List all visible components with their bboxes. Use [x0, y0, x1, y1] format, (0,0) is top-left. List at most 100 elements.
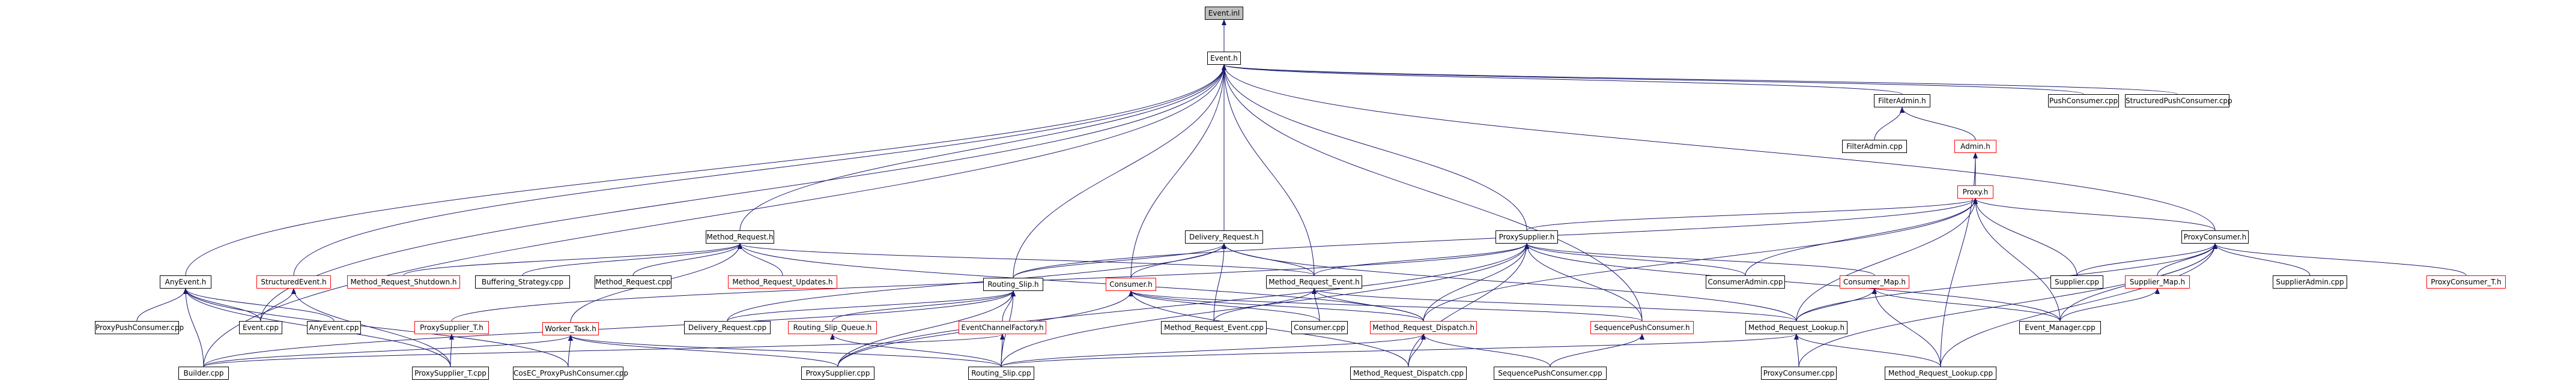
dependency-edge	[1129, 290, 1643, 322]
dependency-edge	[1421, 334, 1551, 367]
node-supplier-cpp[interactable]: Supplier.cpp	[2050, 275, 2103, 289]
dependency-edge	[1222, 64, 2216, 231]
dependency-edge	[1872, 288, 1941, 367]
dependency-edge	[1900, 107, 1976, 140]
dependency-edge	[1130, 64, 1226, 278]
node-method-request-h[interactable]: Method_Request.h	[706, 230, 774, 244]
dependency-edge	[1129, 290, 1409, 367]
dependency-edge	[1213, 243, 1226, 322]
node-method-request-event-h[interactable]: Method_Request_Event.h	[1266, 275, 1362, 289]
node-proxy-h[interactable]: Proxy.h	[1957, 185, 1993, 199]
dependency-edge	[136, 288, 188, 322]
node-buffering-strategy-cpp[interactable]: Buffering_Strategy.cpp	[475, 275, 570, 289]
node-routing-slip-h[interactable]: Routing_Slip.h	[983, 278, 1043, 291]
dependency-edge	[183, 288, 204, 367]
dependency-edge	[1013, 64, 1226, 278]
dependency-edge	[1314, 243, 1529, 276]
node-method-request-lookup-cpp[interactable]: Method_Request_Lookup.cpp	[1885, 367, 1996, 380]
node-sequence-push-consumer-cpp[interactable]: SequencePushConsumer.cpp	[1494, 367, 1607, 380]
node-structured-push-consumer-cpp[interactable]: StructuredPushConsumer.cpp	[2125, 94, 2232, 107]
node-method-request-event-cpp[interactable]: Method_Request_Event.cpp	[1161, 321, 1267, 334]
node-proxy-push-consumer-cpp[interactable]: ProxyPushConsumer.cpp	[95, 321, 184, 334]
node-method-request-updates-h[interactable]: Method_Request_Updates.h	[728, 275, 837, 289]
dependency-edge	[1524, 243, 2061, 322]
node-delivery-request-h[interactable]: Delivery_Request.h	[1185, 230, 1263, 244]
node-method-request-dispatch-cpp[interactable]: Method_Request_Dispatch.cpp	[1350, 367, 1467, 380]
node-routing-slip-cpp[interactable]: Routing_Slip.cpp	[968, 367, 1034, 380]
node-delivery-request-cpp[interactable]: Delivery_Request.cpp	[684, 321, 771, 334]
node-proxy-supplier-cpp[interactable]: ProxySupplier.cpp	[801, 367, 874, 380]
node-supplier-admin-cpp[interactable]: SupplierAdmin.cpp	[2273, 275, 2347, 289]
dependency-edge	[203, 64, 1226, 367]
dependency-edge	[2213, 243, 2467, 276]
node-proxy-supplier-h[interactable]: ProxySupplier.h	[1496, 230, 1558, 244]
dependency-edge	[739, 64, 1226, 231]
node-supplier-map-h[interactable]: Supplier_Map.h	[2125, 275, 2190, 289]
node-method-request-lookup-h[interactable]: Method_Request_Lookup.h	[1745, 321, 1847, 334]
dependency-edge	[1129, 290, 1320, 322]
dependency-edge	[1001, 334, 1799, 367]
dependency-edge	[727, 290, 1016, 322]
node-routing-slip-queue-h[interactable]: Routing_Slip_Queue.h	[788, 321, 877, 334]
node-consumer-h[interactable]: Consumer.h	[1106, 278, 1156, 291]
node-event-h[interactable]: Event.h	[1207, 52, 1241, 65]
dependency-edge	[1013, 198, 1978, 278]
node-proxy-consumer-cpp[interactable]: ProxyConsumer.cpp	[1761, 367, 1837, 380]
node-proxy-consumer-h[interactable]: ProxyConsumer.h	[2181, 230, 2249, 244]
node-event-manager-cpp[interactable]: Event_Manager.cpp	[2019, 321, 2101, 334]
dependency-edge	[183, 288, 569, 367]
node-sequence-push-consumer-h[interactable]: SequencePushConsumer.h	[1590, 321, 1694, 334]
dependency-edge	[1798, 243, 2217, 367]
node-consumer-cpp[interactable]: Consumer.cpp	[1291, 321, 1348, 334]
dependency-edge	[522, 243, 742, 276]
node-any-event-cpp[interactable]: AnyEvent.cpp	[307, 321, 361, 334]
node-builder-cpp[interactable]: Builder.cpp	[178, 367, 229, 380]
dependency-edge	[183, 288, 261, 322]
dependency-edge	[568, 335, 1002, 367]
node-proxy-supplier-t-h[interactable]: ProxySupplier_T.h	[414, 321, 489, 334]
dependency-edge	[1973, 198, 2077, 276]
dependency-edge	[738, 243, 783, 276]
node-event-cpp[interactable]: Event.cpp	[239, 321, 282, 334]
dependency-edge	[1013, 243, 1226, 278]
node-push-consumer-cpp[interactable]: PushConsumer.cpp	[2048, 94, 2119, 107]
dependency-edge	[1423, 243, 1529, 322]
node-method-request-shutdown-h[interactable]: Method_Request_Shutdown.h	[347, 275, 460, 289]
dependency-edge	[1796, 288, 1877, 322]
dependency-edge	[1312, 288, 1424, 322]
dependency-edge	[449, 334, 454, 367]
node-method-request-dispatch-h[interactable]: Method_Request_Dispatch.h	[1370, 321, 1477, 334]
node-proxy-supplier-t-cpp[interactable]: ProxySupplier_T.cpp	[412, 367, 489, 380]
dependency-edge	[260, 288, 296, 322]
dependency-edge	[1794, 334, 1799, 367]
node-cosec-proxy-push-consumer-cpp[interactable]: CosEC_ProxyPushConsumer.cpp	[513, 367, 628, 380]
dependency-edge	[2076, 243, 2217, 276]
node-admin-h[interactable]: Admin.h	[1954, 140, 1996, 153]
node-filter-admin-h[interactable]: FilterAdmin.h	[1874, 94, 1930, 107]
dependency-edge	[1222, 64, 2178, 95]
dependency-edge	[1222, 64, 1527, 231]
dependency-edge	[1222, 64, 1315, 276]
dependency-edge	[832, 290, 1016, 322]
dependency-edge	[1222, 243, 1797, 322]
node-consumer-admin-cpp[interactable]: ConsumerAdmin.cpp	[1706, 275, 1785, 289]
dependency-edge	[403, 243, 742, 276]
dependency-edge	[1940, 243, 2217, 367]
node-event-channel-factory-h[interactable]: EventChannelFactory.h	[959, 321, 1046, 334]
dependency-edge	[1524, 243, 1643, 322]
node-structured-event-h[interactable]: StructuredEvent.h	[256, 275, 331, 289]
node-consumer-map-h[interactable]: Consumer_Map.h	[1840, 275, 1909, 289]
dependency-edge	[203, 290, 1016, 367]
dependency-edge	[203, 335, 573, 367]
dependency-edge	[1524, 243, 1875, 276]
node-any-event-h[interactable]: AnyEvent.h	[160, 275, 211, 289]
node-worker-task-h[interactable]: Worker_Task.h	[542, 322, 599, 335]
dependency-edge	[1222, 64, 2084, 95]
node-filter-admin-cpp[interactable]: FilterAdmin.cpp	[1842, 140, 1907, 153]
node-proxy-consumer-t-h[interactable]: ProxyConsumer_T.h	[2426, 275, 2506, 289]
dependency-edge	[837, 243, 1529, 367]
dependency-edge	[1524, 243, 1746, 276]
dependency-edge	[1796, 243, 2217, 322]
node-method-request-cpp[interactable]: Method_Request.cpp	[595, 275, 671, 289]
